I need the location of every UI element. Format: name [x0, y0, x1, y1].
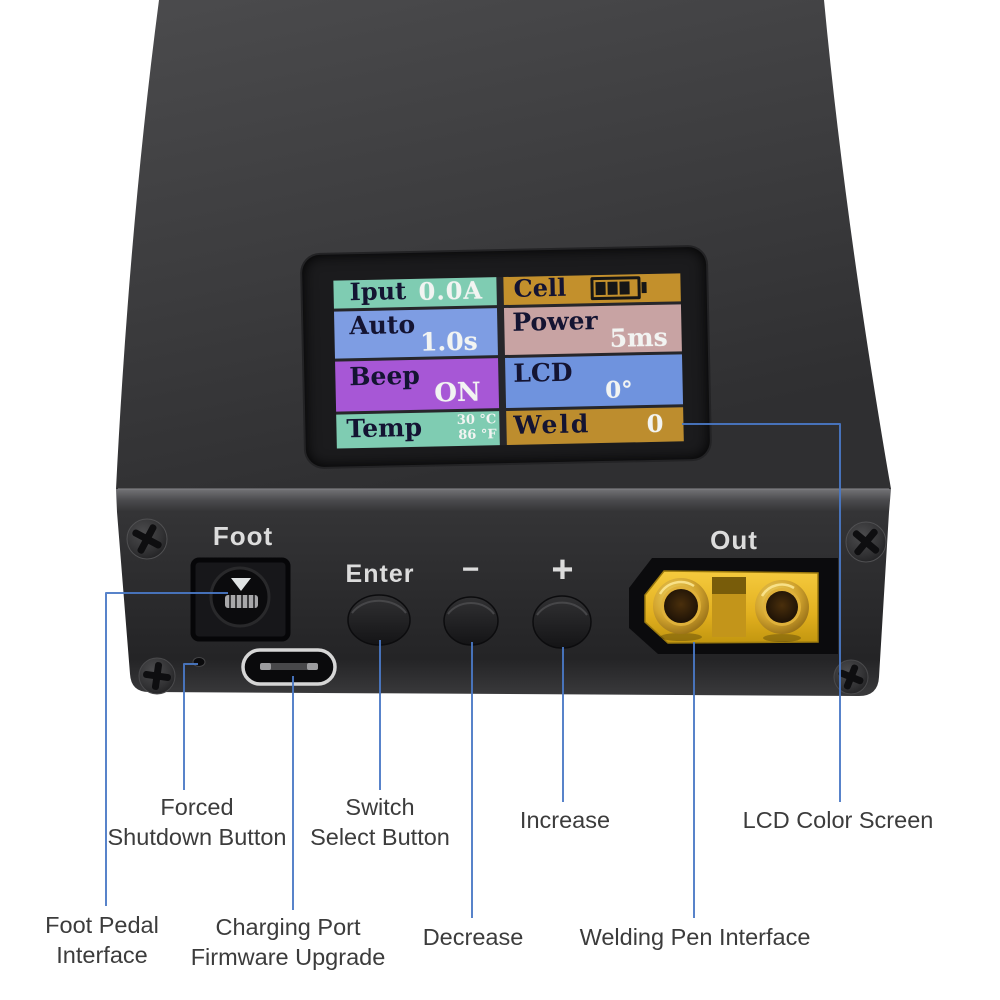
- minus-button-label: −: [461, 553, 481, 586]
- callout-decrease: Decrease: [409, 923, 537, 953]
- callout-line: Increase: [519, 807, 611, 833]
- callout-line: Decrease: [422, 924, 524, 950]
- callout-charging-port: Charging Port Firmware Upgrade: [173, 913, 403, 972]
- plus-button: [532, 595, 592, 649]
- lcd-screen-grid: Iput 0.0A Cell Auto 1.0s Power 5ms Beep: [333, 273, 684, 449]
- auto-label: Auto: [349, 309, 416, 341]
- xt60-socket-right: [755, 580, 809, 634]
- screen-cell-beep: Beep ON: [335, 358, 500, 412]
- callout-foot-pedal: Foot Pedal Interface: [28, 911, 176, 970]
- callout-line: Firmware Upgrade: [190, 943, 386, 970]
- screen-cell-battery: Cell: [503, 273, 681, 306]
- callout-forced-shutdown: Forced Shutdown Button: [90, 793, 304, 852]
- callout-line: Interface: [56, 941, 148, 968]
- callout-line: LCD Color Screen: [742, 807, 934, 833]
- weld-label: Weld: [513, 409, 591, 440]
- callout-increase: Increase: [503, 806, 627, 836]
- xt60-socket-left: [653, 578, 709, 634]
- minus-button: [443, 596, 499, 646]
- battery-icon: [590, 276, 647, 301]
- foot-port-label: Foot: [212, 521, 274, 551]
- beep-value: ON: [434, 377, 482, 409]
- callout-line: Shutdown Button: [107, 823, 287, 850]
- beep-label: Beep: [349, 360, 421, 392]
- screen-cell-lcd: LCD 0°: [505, 354, 684, 409]
- screen-cell-weld: Weld 0: [506, 407, 684, 446]
- callout-line: Switch: [345, 794, 415, 820]
- screw-bottom-left: [138, 657, 176, 695]
- out-port-label: Out: [710, 525, 758, 555]
- weld-value: 0: [646, 408, 664, 439]
- screw-top-left: [126, 518, 168, 560]
- callout-line: Welding Pen Interface: [579, 924, 811, 950]
- screw-bottom-right: [833, 659, 869, 695]
- temp-fahrenheit: 86 °F: [458, 427, 497, 444]
- temp-label: Temp: [346, 412, 423, 444]
- iput-value: 0.0A: [418, 277, 484, 306]
- temp-celsius: 30 °C: [456, 412, 497, 429]
- callout-welding-pen: Welding Pen Interface: [570, 923, 820, 953]
- screen-cell-temp: Temp 30 °C 86 °F: [336, 411, 500, 449]
- callout-switch-select: Switch Select Button: [273, 793, 487, 852]
- lcd-label: LCD: [513, 357, 573, 388]
- callout-line: Forced: [160, 794, 234, 820]
- callout-line: Foot Pedal: [45, 912, 159, 938]
- temp-values: 30 °C 86 °F: [457, 412, 497, 443]
- callout-line: Select Button: [310, 823, 450, 850]
- cell-label: Cell: [513, 273, 567, 303]
- lcd-color-screen: Iput 0.0A Cell Auto 1.0s Power 5ms Beep: [301, 246, 711, 468]
- screen-cell-power: Power 5ms: [503, 304, 682, 356]
- auto-value: 1.0s: [419, 326, 478, 357]
- plus-button-label: +: [551, 549, 575, 591]
- foot-pedal-jack: [190, 557, 291, 642]
- device-front-chamfer: [116, 489, 891, 512]
- xt60-output-connector: [629, 558, 838, 654]
- screen-cell-iput: Iput 0.0A: [333, 277, 497, 309]
- lcd-value: 0°: [604, 376, 633, 404]
- callout-line: Charging Port: [215, 914, 361, 940]
- power-value: 5ms: [609, 322, 668, 353]
- screw-top-right: [845, 521, 887, 563]
- callout-lcd-screen: LCD Color Screen: [734, 806, 942, 836]
- power-label: Power: [511, 306, 598, 337]
- forced-shutdown-pinhole: [192, 657, 206, 667]
- screen-cell-auto: Auto 1.0s: [334, 308, 498, 359]
- enter-button-label: Enter: [345, 560, 415, 588]
- iput-label: Iput: [349, 277, 407, 307]
- chamfer-highlight: [118, 488, 889, 490]
- usb-c-port: [241, 648, 337, 686]
- enter-button: [347, 594, 411, 646]
